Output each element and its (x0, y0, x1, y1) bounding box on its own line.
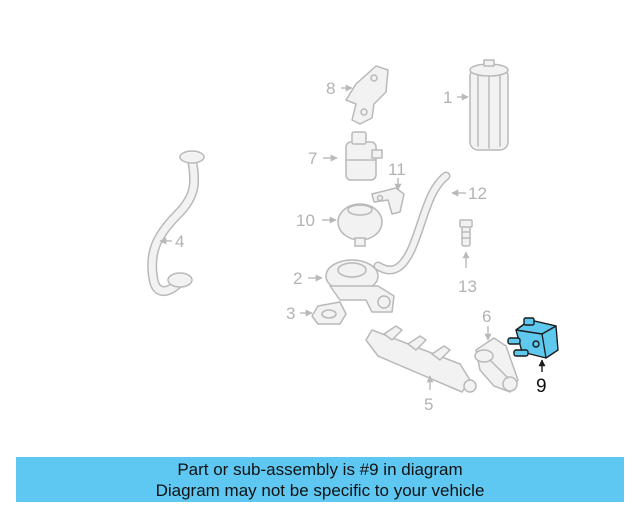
callout-1: 1 (443, 88, 452, 107)
part-4-egr-pipe[interactable] (147, 150, 205, 296)
part-3-gasket[interactable] (311, 301, 347, 325)
part-2-egr-valve[interactable] (325, 259, 395, 313)
banner-line-part: Part or sub-assembly is #9 in diagram (177, 459, 463, 479)
callout-11: 11 (388, 160, 406, 179)
callout-2: 2 (293, 269, 302, 288)
callout-6: 6 (482, 307, 491, 326)
part-8-bracket[interactable] (345, 65, 389, 125)
info-banner: Part or sub-assembly is #9 in diagram Di… (16, 457, 624, 502)
callout-7: 7 (308, 149, 317, 168)
callout-4: 4 (175, 232, 184, 251)
part-5-manifold[interactable] (365, 325, 477, 393)
callout-12: 12 (468, 184, 487, 203)
part-10-actuator[interactable] (337, 203, 383, 247)
parts-diagram: 1 8 7 11 10 12 13 (147, 59, 559, 414)
callout-3: 3 (286, 304, 295, 323)
part-13-bolt[interactable] (459, 219, 473, 247)
part-6-cooler[interactable] (474, 337, 519, 393)
banner-line-disclaimer: Diagram may not be specific to your vehi… (155, 480, 485, 500)
part-7-solenoid[interactable] (345, 131, 383, 181)
part-12-hose[interactable] (373, 171, 451, 275)
callout-8: 8 (326, 79, 335, 98)
part-1-canister[interactable] (469, 59, 509, 151)
callout-10: 10 (296, 211, 315, 230)
callout-9: 9 (536, 376, 547, 397)
callout-5: 5 (424, 395, 433, 414)
callout-13: 13 (458, 277, 477, 296)
part-9-highlighted[interactable] (507, 317, 559, 359)
